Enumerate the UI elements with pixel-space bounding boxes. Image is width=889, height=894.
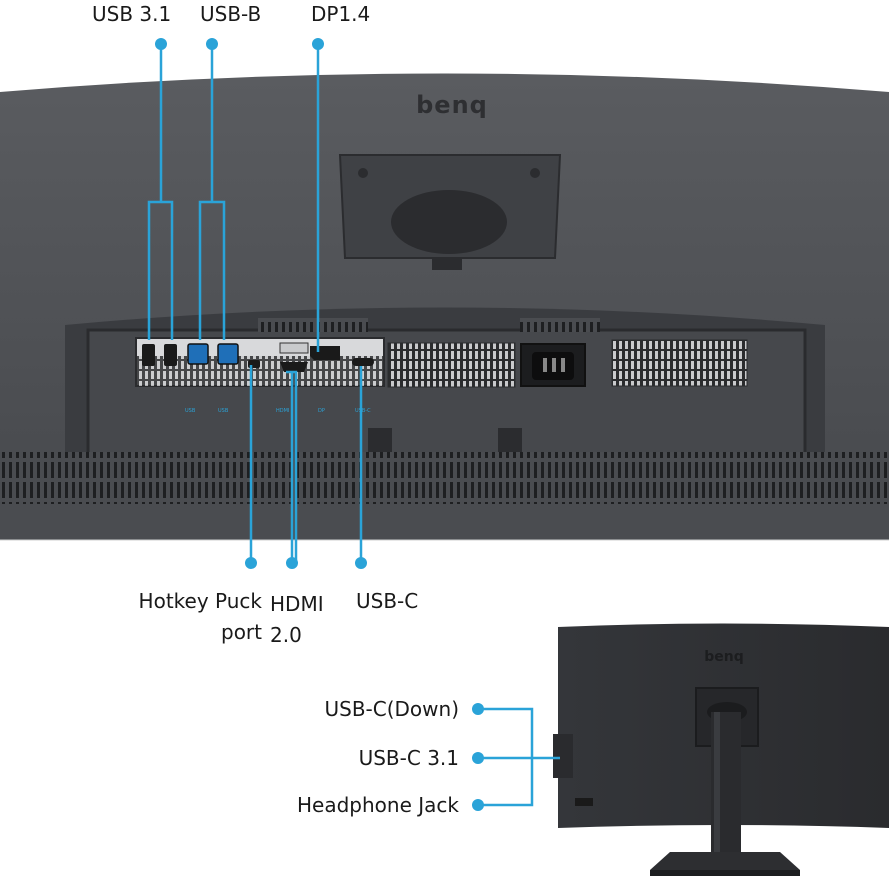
usbc-port bbox=[352, 358, 374, 366]
usb31-port bbox=[164, 344, 177, 366]
label-usb31: USB 3.1 bbox=[92, 2, 172, 26]
label-hotkey-line2: port bbox=[221, 620, 262, 644]
brand-logo: benq bbox=[416, 91, 488, 119]
usb31-port bbox=[142, 344, 155, 366]
usbb-port bbox=[217, 343, 239, 365]
label-hdmi-line1: HDMI bbox=[270, 592, 324, 616]
monitor-back: benq USB USB HDM bbox=[0, 73, 889, 541]
panel-tag: USB bbox=[185, 408, 196, 414]
usbb-port bbox=[187, 343, 209, 365]
panel-tag: USB bbox=[218, 408, 229, 414]
label-usbc-down: USB-C(Down) bbox=[324, 697, 459, 721]
side-port-bay bbox=[553, 734, 573, 778]
label-hdmi: HDMI 2.0 bbox=[270, 589, 324, 651]
callout-dots bbox=[155, 38, 484, 811]
panel-tag: DP bbox=[318, 408, 325, 414]
label-dp14: DP1.4 bbox=[311, 2, 371, 26]
label-hdmi-line2: 2.0 bbox=[270, 623, 302, 647]
hdmi-port bbox=[280, 362, 308, 372]
brand-logo-small: benq bbox=[704, 649, 744, 665]
dp-port bbox=[310, 346, 340, 360]
label-hotkey-puck: Hotkey Puck port bbox=[120, 586, 262, 648]
label-usbc31: USB-C 3.1 bbox=[358, 746, 459, 770]
callout-lines bbox=[147, 44, 560, 807]
label-usbb: USB-B bbox=[200, 2, 262, 26]
label-hotkey-line1: Hotkey Puck bbox=[138, 589, 262, 613]
panel-tag: HDMI bbox=[276, 408, 289, 414]
label-headphone-jack: Headphone Jack bbox=[297, 793, 459, 817]
panel-tag: USB-C bbox=[355, 408, 371, 414]
label-usbc: USB-C bbox=[356, 589, 419, 613]
side-monitor: benq bbox=[553, 623, 889, 876]
